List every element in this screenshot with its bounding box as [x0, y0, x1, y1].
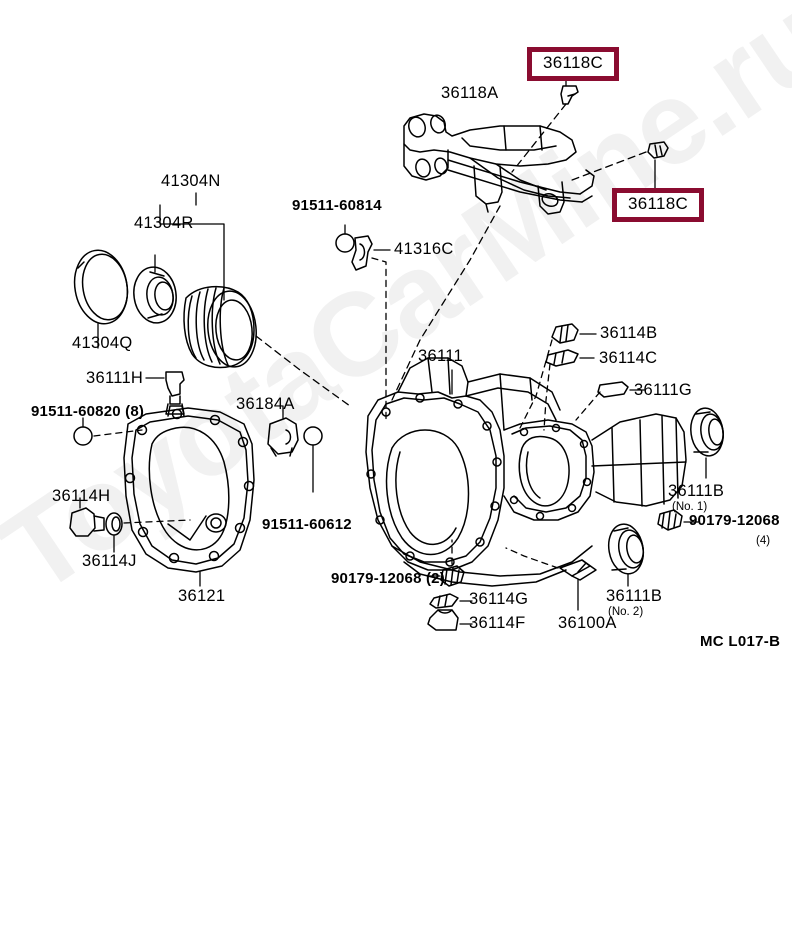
- part-label-36121[interactable]: 36121: [178, 587, 226, 605]
- part-label-41316c[interactable]: 41316C: [394, 240, 454, 258]
- part-label-90179-12068-2[interactable]: 90179-12068 (2): [331, 570, 445, 587]
- part-label-91511-60820[interactable]: 91511-60820 (8): [31, 403, 145, 420]
- part-label-41304q[interactable]: 41304Q: [72, 334, 133, 352]
- part-sublabel-36111b-no1: (No. 1): [672, 501, 708, 513]
- part-label-91511-60814[interactable]: 91511-60814: [292, 197, 382, 214]
- highlight-box-36118c-top[interactable]: 36118C: [527, 47, 620, 81]
- part-label-36118a[interactable]: 36118A: [441, 84, 499, 102]
- part-label-36114b[interactable]: 36114B: [600, 324, 658, 342]
- part-label-36114c[interactable]: 36114C: [599, 349, 658, 367]
- part-label-90179-12068-4[interactable]: 90179-12068: [689, 512, 780, 529]
- part-label-91511-60612[interactable]: 91511-60612: [262, 516, 352, 533]
- part-label-36184a[interactable]: 36184A: [236, 395, 295, 413]
- part-sublabel-36111b-no2: (No. 2): [608, 606, 644, 618]
- part-label-36114f[interactable]: 36114F: [469, 614, 526, 632]
- part-label-36114h[interactable]: 36114H: [52, 487, 111, 505]
- diagram-reference-code: MC L017-B: [700, 633, 781, 650]
- part-label-36100a[interactable]: 36100A: [558, 614, 617, 632]
- part-label-36114g[interactable]: 36114G: [469, 590, 529, 608]
- part-label-36111b-no2[interactable]: 36111B: [606, 587, 663, 605]
- part-label-36111b-no1[interactable]: 36111B: [668, 482, 725, 500]
- part-label-36111g[interactable]: 36111G: [634, 381, 693, 399]
- highlight-box-36118c-right[interactable]: 36118C: [612, 188, 705, 222]
- part-label-41304r[interactable]: 41304R: [134, 214, 194, 232]
- part-label-41304n[interactable]: 41304N: [161, 172, 221, 190]
- part-label-36111h[interactable]: 36111H: [86, 369, 144, 387]
- part-label-36114j[interactable]: 36114J: [82, 552, 137, 570]
- part-qty-90179-12068-4: (4): [756, 535, 771, 547]
- part-label-36111[interactable]: 36111: [418, 347, 463, 365]
